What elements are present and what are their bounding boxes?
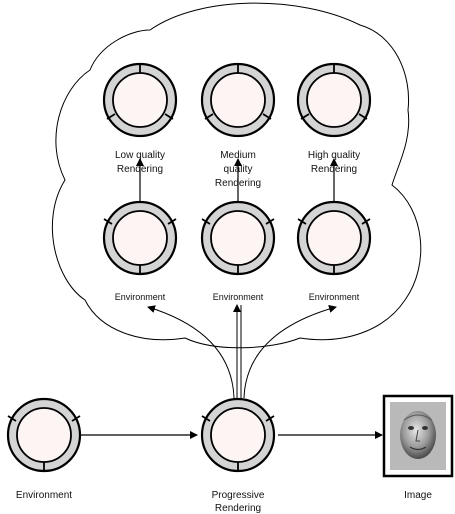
medium-quality-label-line1: Medium bbox=[220, 150, 256, 161]
environment-source-label: Environment bbox=[16, 490, 72, 501]
cloud-environment-node-1 bbox=[102, 200, 178, 276]
face-render-icon bbox=[400, 411, 436, 459]
high-quality-label-line2: Rendering bbox=[311, 164, 357, 175]
medium-quality-label-line3: Rendering bbox=[215, 178, 261, 189]
low-quality-label-line1: Low quality bbox=[115, 150, 165, 161]
cloud-boundary bbox=[51, 2, 422, 349]
cloud-environment-node-3 bbox=[296, 200, 372, 276]
fanout-link-right bbox=[243, 305, 337, 399]
cloud-environment-label-3: Environment bbox=[309, 292, 360, 302]
fanout-link-left bbox=[147, 305, 235, 399]
low-quality-rendering-node bbox=[102, 62, 178, 138]
cloud-environment-label-2: Environment bbox=[213, 292, 264, 302]
medium-quality-rendering-node bbox=[200, 62, 276, 138]
image-label: Image bbox=[404, 490, 432, 501]
low-quality-label-line2: Rendering bbox=[117, 164, 163, 175]
medium-quality-label-line2: quality bbox=[224, 164, 253, 175]
progressive-rendering-node bbox=[200, 397, 276, 473]
cloud-environment-label-1: Environment bbox=[115, 292, 166, 302]
progressive-rendering-label-line1: Progressive bbox=[212, 490, 265, 501]
high-quality-rendering-node bbox=[296, 62, 372, 138]
environment-source-node bbox=[6, 397, 82, 473]
progressive-rendering-label-line2: Rendering bbox=[215, 503, 261, 514]
output-image bbox=[382, 394, 454, 478]
cloud-environment-node-2 bbox=[200, 200, 276, 276]
high-quality-label-line1: High quality bbox=[308, 150, 360, 161]
